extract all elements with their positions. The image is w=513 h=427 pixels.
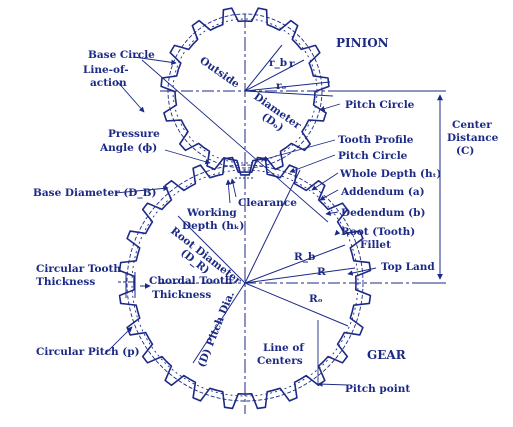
clearance-label: Clearance: [238, 197, 297, 209]
r-label: r: [289, 58, 295, 70]
gear-root-diameter-line: [177, 215, 246, 284]
working-depth-label-1: Working: [186, 207, 237, 219]
rb-label: r_b: [269, 57, 287, 70]
base-circle-label: Base Circle: [88, 49, 155, 61]
gear-rb-label: R_b: [294, 251, 315, 264]
pinion-radius-rb: [244, 44, 283, 92]
pinion-radius-ro: [244, 81, 331, 92]
circular-thickness-label-1: Circular Tooth: [36, 263, 121, 275]
root-tooth-label-1: Root (Tooth): [341, 226, 415, 238]
pinion-radius-r: [244, 59, 305, 92]
working-depth-label-2: Depth (hₖ): [182, 220, 244, 232]
gear-radius-rb: [244, 244, 346, 284]
gear-title: GEAR: [367, 348, 407, 362]
root-tooth-label-2: Fillet: [360, 239, 391, 251]
line-of-action-label-2: action: [90, 77, 127, 89]
center-distance-label-1: Center: [452, 119, 492, 131]
addendum-label: Addendum (a): [340, 186, 425, 198]
gear-pitch-diameter-line: [244, 169, 301, 284]
pinion-pitch-circle-label: Pitch Circle: [345, 99, 415, 111]
whole-depth-label: Whole Depth (hₜ): [339, 168, 441, 180]
gear-pitch-dia-line: [192, 282, 246, 364]
pinion-radius-extra: [244, 90, 334, 97]
leader-lines: [104, 56, 377, 387]
dedendum-label: Dedendum (b): [341, 207, 425, 219]
mesh-pitch-circle-label: Pitch Circle: [338, 150, 408, 162]
gear-r-label: R: [317, 266, 326, 278]
radius-lines: [177, 44, 356, 364]
chordal-thickness-label-2: Thickness: [152, 289, 211, 301]
line-of-action-label-1: Line-of-: [83, 64, 129, 76]
gear-ro-label: Rₒ: [309, 293, 323, 305]
gear-radius-ro: [244, 282, 349, 327]
base-diameter-label: Base Diameter (D_B): [33, 187, 157, 200]
chordal-thickness-marks: [118, 272, 151, 298]
pitch-dia-label: (D) Pitch Dia.: [196, 290, 237, 369]
pressure-angle-label-2: Angle (ϕ): [99, 142, 157, 154]
center-distance-label-3: (C): [456, 145, 474, 157]
center-distance-label-2: Distance: [447, 132, 499, 144]
circular-thickness-label-2: Thickness: [36, 276, 95, 288]
outside-label: Outside: [197, 55, 241, 91]
pinion-title: PINION: [336, 36, 389, 50]
top-land-label: Top Land: [381, 261, 435, 273]
line-of-centers-label-1: Line of: [263, 342, 305, 354]
tooth-profile-label: Tooth Profile: [338, 134, 414, 146]
ro-label: rₒ: [276, 80, 287, 92]
pitch-point-label: Pitch point: [345, 383, 410, 395]
pinion-tooth-outline: [160, 7, 330, 176]
line-of-centers-label-2: Centers: [257, 355, 303, 367]
gear-radius-r: [244, 267, 356, 284]
chordal-thickness-label-1: Chordal Tooth: [149, 275, 233, 287]
circular-pitch-label: Circular Pitch (p): [36, 346, 140, 358]
center-distance-dimension: [335, 90, 446, 284]
pressure-angle-label-1: Pressure: [108, 128, 160, 140]
line-of-action: [141, 59, 329, 223]
